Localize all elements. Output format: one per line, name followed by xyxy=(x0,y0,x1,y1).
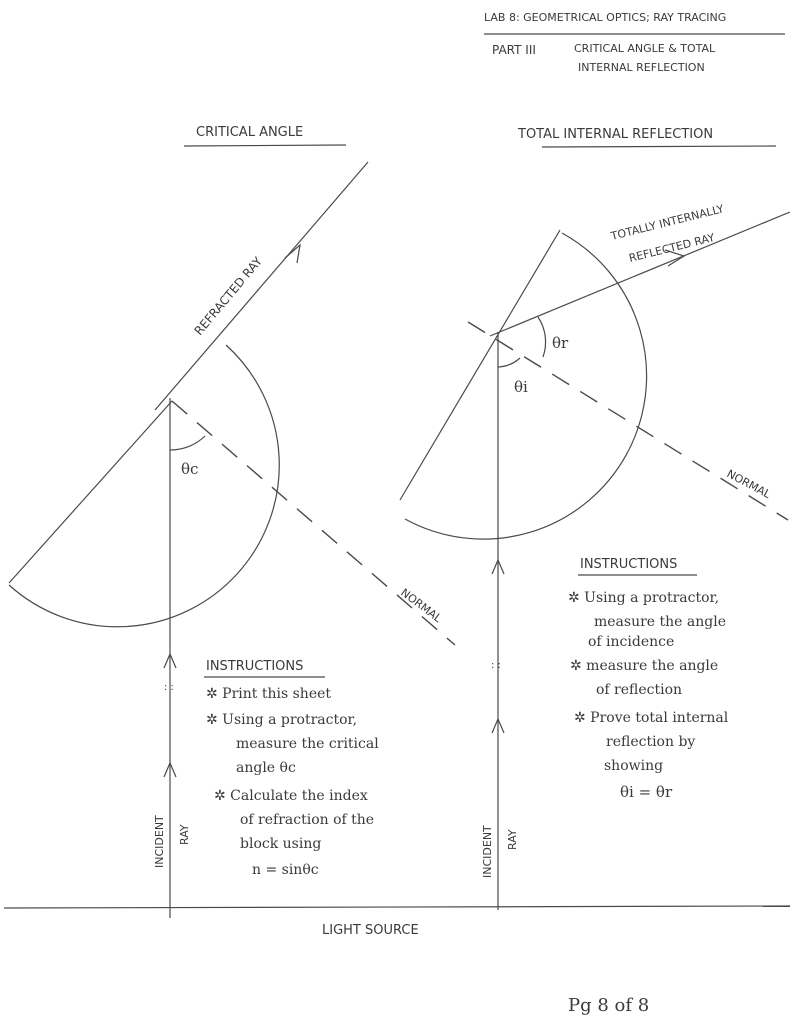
right-instructions-heading: INSTRUCTIONS xyxy=(580,557,677,572)
left-instructions-heading: INSTRUCTIONS xyxy=(206,659,303,674)
left-angle-arc xyxy=(169,435,206,451)
right-angle-i-arc xyxy=(497,357,521,368)
right-title: TOTAL INTERNAL REFLECTION xyxy=(517,127,713,142)
left-instruction-2: ✲ Using a protractor, xyxy=(206,712,357,728)
left-incident-label-line1: INCIDENT xyxy=(153,815,166,868)
left-incident-label-line2: RAY xyxy=(178,824,191,845)
right-reflected-arrow-icon xyxy=(664,249,686,267)
light-source-baseline xyxy=(3,905,790,909)
page-number: Pg 8 of 8 xyxy=(568,995,649,1016)
left-tick-mark: : : xyxy=(164,682,174,693)
right-instruction-9: θi = θr xyxy=(620,783,673,801)
left-title: CRITICAL ANGLE xyxy=(196,125,303,140)
right-incident-arrow-icon-2 xyxy=(491,717,505,734)
right-tick-mark: : : xyxy=(491,660,501,671)
right-instructions: INSTRUCTIONS ✲ Using a protractor, measu… xyxy=(568,557,729,801)
left-surface-line xyxy=(8,400,173,584)
right-reflected-ray xyxy=(489,211,790,337)
left-instruction-1: ✲ Print this sheet xyxy=(206,686,331,702)
left-instruction-5: ✲ Calculate the index xyxy=(214,788,368,804)
left-refracted-ray xyxy=(154,161,369,411)
left-incident-arrow-icon xyxy=(163,652,177,669)
left-instruction-4: angle θc xyxy=(236,760,296,776)
part-label: PART III xyxy=(492,43,536,57)
left-instruction-7: block using xyxy=(240,836,321,852)
right-normal-line xyxy=(467,321,789,521)
left-instruction-6: of refraction of the xyxy=(240,812,374,828)
right-instruction-4: ✲ measure the angle xyxy=(570,658,718,674)
left-title-underline xyxy=(183,144,347,147)
right-angle-r-arc xyxy=(537,316,547,358)
light-source-label: LIGHT SOURCE xyxy=(322,923,419,938)
lab-title: LAB 8: GEOMETRICAL OPTICS; RAY TRACING xyxy=(484,11,726,24)
right-angle-i-label: θi xyxy=(514,378,528,396)
part-title-line1: CRITICAL ANGLE & TOTAL xyxy=(574,42,716,55)
right-semicircle xyxy=(404,232,648,540)
right-instruction-8: showing xyxy=(604,758,663,774)
part-title-line2: INTERNAL REFLECTION xyxy=(578,61,705,74)
right-surface-line xyxy=(399,229,561,501)
left-instruction-8: n = sinθc xyxy=(252,862,319,878)
left-instructions: INSTRUCTIONS ✲ Print this sheet ✲ Using … xyxy=(204,659,379,878)
right-title-underline xyxy=(541,145,777,148)
left-semicircle xyxy=(8,344,280,628)
right-instruction-5: of reflection xyxy=(596,682,682,698)
left-incident-arrow-icon-2 xyxy=(163,761,177,778)
right-incident-label-line2: RAY xyxy=(506,829,519,850)
right-instruction-3: of incidence xyxy=(588,634,674,650)
left-normal-label: NORMAL xyxy=(398,586,445,626)
right-incident-label-line1: INCIDENT xyxy=(481,825,494,878)
right-angle-r-label: θr xyxy=(552,334,569,352)
left-normal-line xyxy=(171,400,456,646)
right-instruction-2: measure the angle xyxy=(594,614,726,630)
left-instruction-3: measure the critical xyxy=(236,736,379,752)
right-instruction-6: ✲ Prove total internal xyxy=(574,710,729,726)
right-instruction-1: ✲ Using a protractor, xyxy=(568,590,719,606)
left-angle-label: θc xyxy=(181,460,198,478)
right-instruction-7: reflection by xyxy=(606,734,695,750)
left-refracted-arrow-icon xyxy=(284,243,301,264)
right-incident-arrow-icon xyxy=(491,558,505,575)
